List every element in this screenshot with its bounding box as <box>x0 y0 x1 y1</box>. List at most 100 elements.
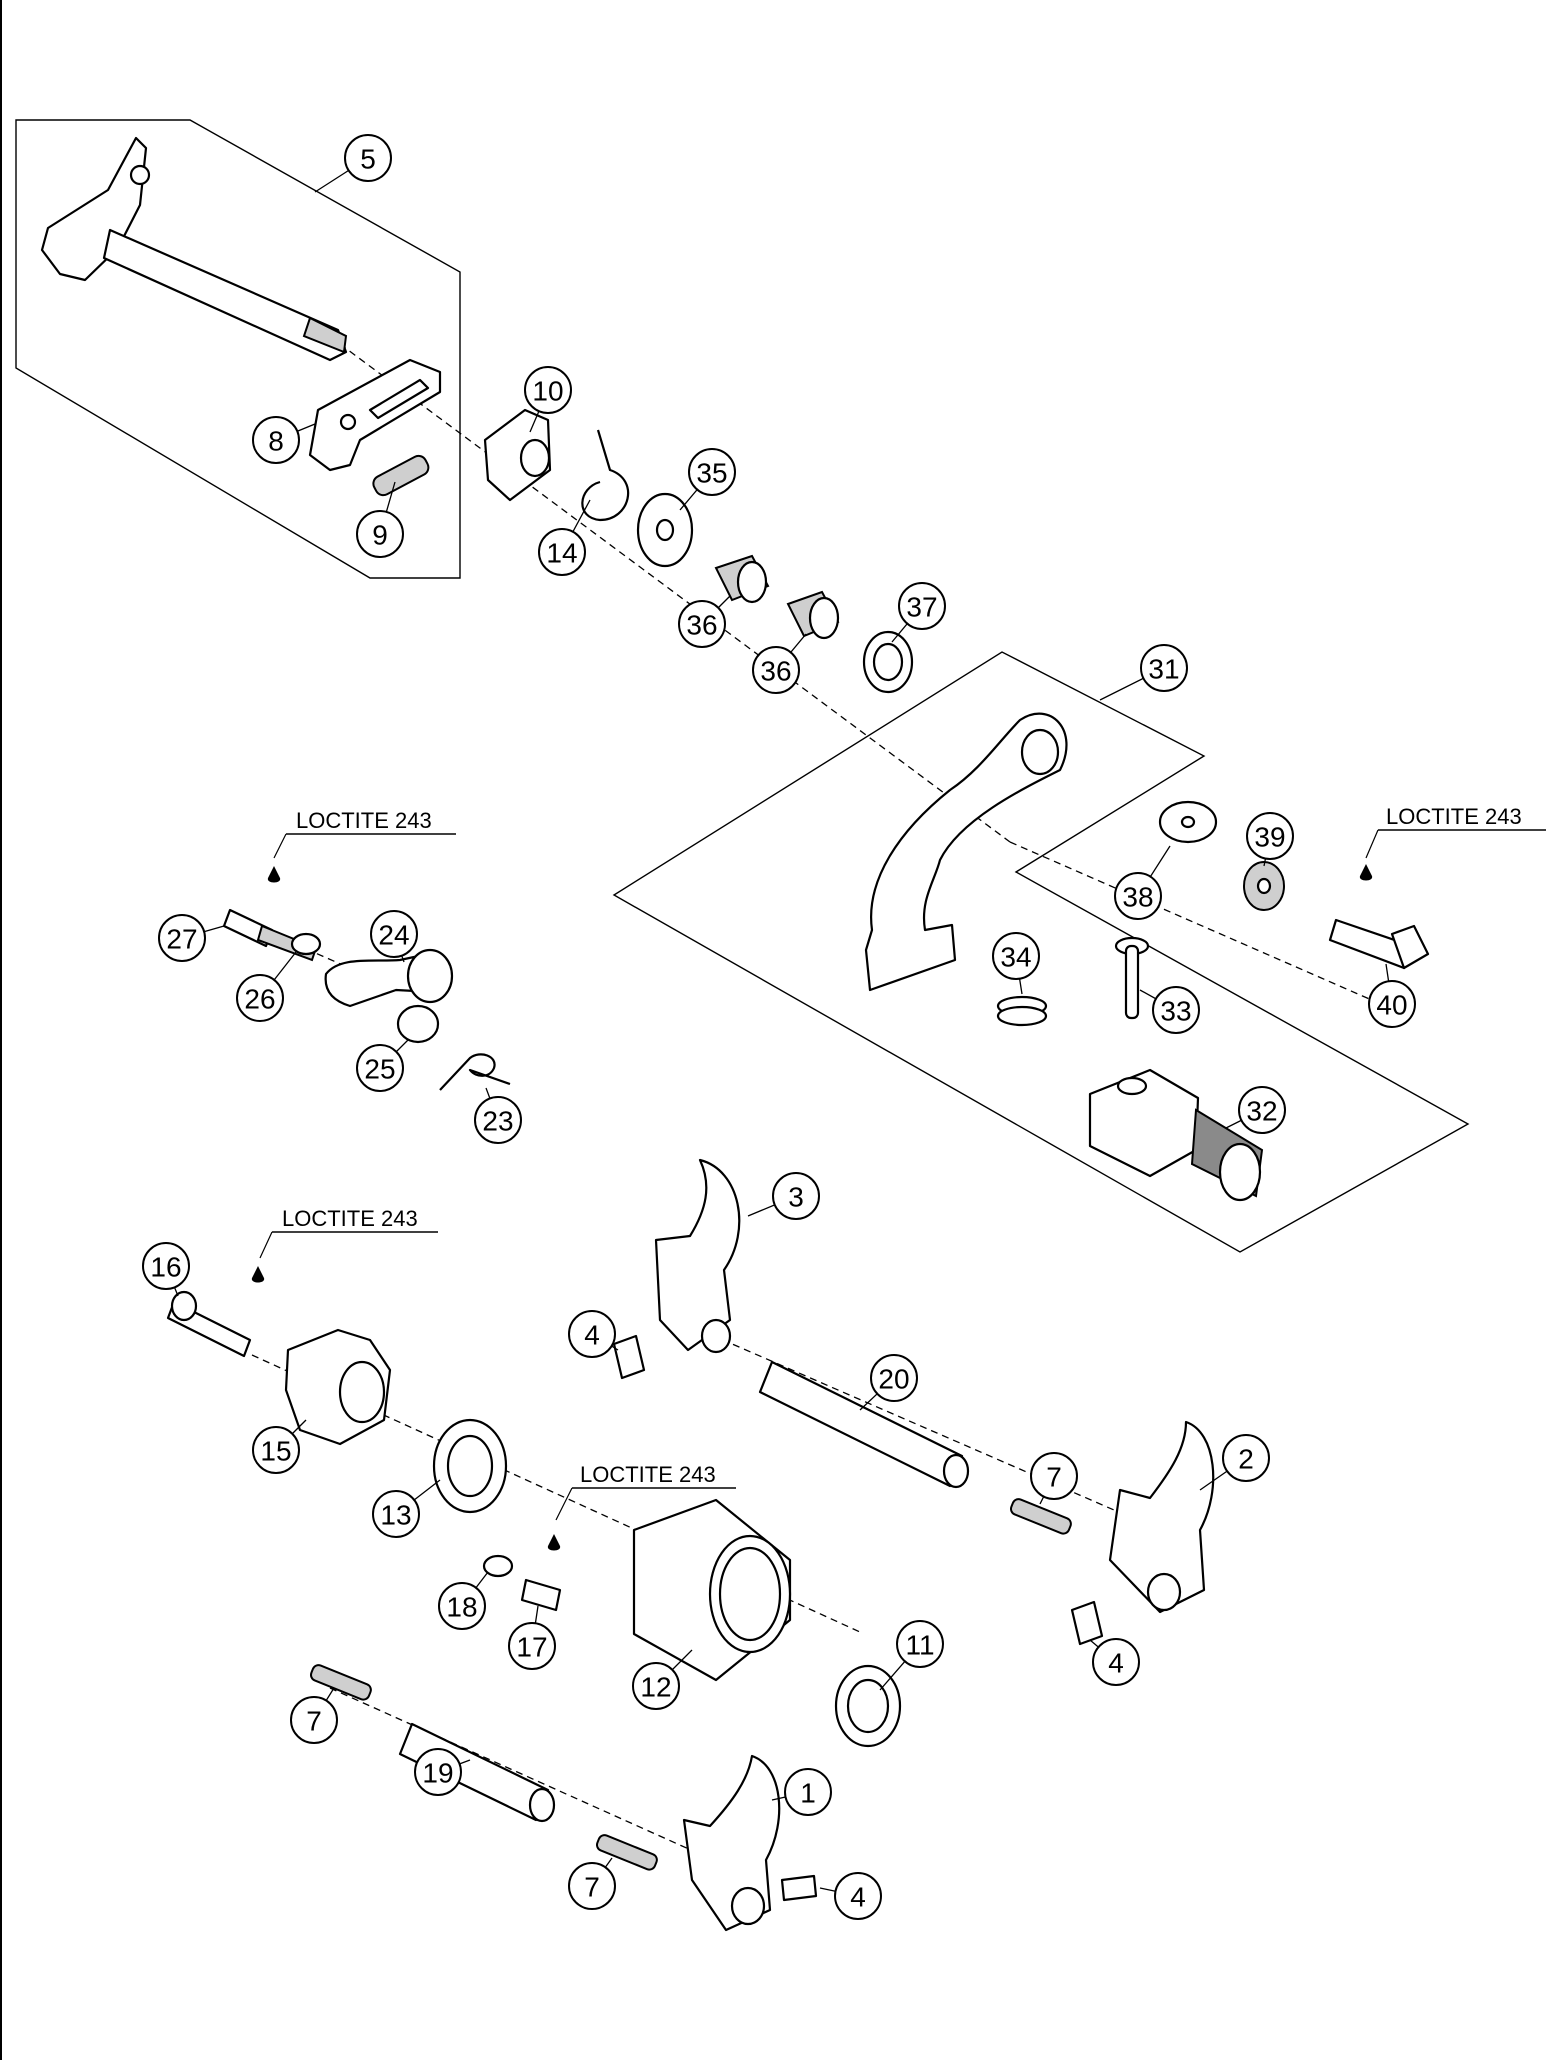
callout-number: 39 <box>1254 822 1285 853</box>
callout-5: 5 <box>314 134 392 193</box>
shift-rod-icon <box>398 1722 556 1823</box>
shift-drum-icon <box>632 1498 792 1682</box>
callout-24: 24 <box>370 910 418 963</box>
callout-23: 23 <box>474 1087 522 1144</box>
callout-36: 36 <box>752 633 807 694</box>
callout-circle <box>158 914 206 962</box>
callout-4: 4 <box>1089 1638 1140 1686</box>
loctite-label-text: LOCTITE 243 <box>1386 804 1522 829</box>
callout-number: 25 <box>364 1054 395 1085</box>
callout-circle <box>142 1242 190 1290</box>
callout-circle <box>236 974 284 1022</box>
loctite-label-text: LOCTITE 243 <box>296 808 432 833</box>
callout-number: 5 <box>360 144 376 175</box>
callout-9: 9 <box>356 481 404 558</box>
callout-34: 34 <box>992 932 1040 995</box>
callout-31: 31 <box>1099 644 1188 701</box>
callout-circle <box>344 134 392 182</box>
spring-icon <box>1009 1498 1072 1535</box>
callout-circle <box>524 366 572 414</box>
callout-15: 15 <box>252 1419 307 1474</box>
callout-35: 35 <box>679 448 736 511</box>
callout-circle <box>568 1862 616 1910</box>
washer-icon <box>482 1554 514 1578</box>
shift-shaft-group-frame <box>15 119 461 579</box>
callout-37: 37 <box>891 582 946 643</box>
callout-circle <box>1238 1086 1286 1134</box>
callout-circle <box>870 1354 918 1402</box>
callout-number: 24 <box>378 920 409 951</box>
callout-number: 26 <box>244 984 275 1015</box>
loctite-label: LOCTITE 243 <box>251 1206 438 1283</box>
callout-circle <box>568 1310 616 1358</box>
callout-circle <box>1152 986 1200 1034</box>
callout-circle <box>772 1172 820 1220</box>
callout-number: 7 <box>584 1872 600 1903</box>
callout-number: 23 <box>482 1106 513 1137</box>
callout-number: 4 <box>850 1882 866 1913</box>
callout-number: 14 <box>546 538 577 569</box>
callout-circle <box>372 1490 420 1538</box>
callout-number: 34 <box>1000 942 1031 973</box>
washer-icon <box>432 1418 508 1514</box>
callout-38: 38 <box>1114 845 1171 920</box>
shift-shaft-icon <box>40 136 348 362</box>
callout-number: 16 <box>150 1252 181 1283</box>
callout-circle <box>688 448 736 496</box>
callout-circle <box>252 416 300 464</box>
callout-circle <box>370 910 418 958</box>
callout-circle <box>474 1096 522 1144</box>
callout-circle <box>1114 872 1162 920</box>
callout-circle <box>356 510 404 558</box>
pin-icon <box>1070 1600 1104 1646</box>
loctite-label: LOCTITE 243 <box>547 1462 736 1551</box>
callout-number: 4 <box>584 1320 600 1351</box>
callout-circle <box>1368 980 1416 1028</box>
callout-circle <box>1030 1452 1078 1500</box>
callout-circle <box>1246 812 1294 860</box>
shift-fork-icon <box>654 1158 741 1354</box>
callout-20: 20 <box>859 1354 918 1411</box>
washer-icon <box>1158 800 1218 844</box>
washer-icon <box>290 932 322 956</box>
callout-circle <box>898 582 946 630</box>
callout-17: 17 <box>508 1605 556 1670</box>
callout-11: 11 <box>879 1620 944 1691</box>
locking-lever-icon <box>324 948 454 1008</box>
callout-number: 36 <box>760 656 791 687</box>
callout-number: 33 <box>1160 996 1191 1027</box>
callout-4: 4 <box>568 1310 619 1358</box>
callout-circle <box>1092 1638 1140 1686</box>
callout-circle <box>1140 644 1188 692</box>
callout-number: 2 <box>1238 1444 1254 1475</box>
callout-2: 2 <box>1199 1434 1270 1491</box>
callout-number: 40 <box>1376 990 1407 1021</box>
callout-number: 19 <box>422 1758 453 1789</box>
callout-circle <box>784 1768 832 1816</box>
torsion-spring-icon <box>439 1053 511 1091</box>
callout-7: 7 <box>568 1857 616 1910</box>
callout-number: 38 <box>1122 882 1153 913</box>
callout-number: 32 <box>1246 1096 1277 1127</box>
pin-icon <box>1114 936 1150 1020</box>
callout-27: 27 <box>158 914 225 962</box>
spring-icon <box>372 454 430 497</box>
lock-washer-icon <box>1243 861 1285 911</box>
callout-number: 1 <box>800 1778 816 1809</box>
pin-icon <box>780 1874 818 1902</box>
spring-icon <box>595 1834 658 1871</box>
callout-circle <box>992 932 1040 980</box>
callout-circle <box>508 1622 556 1670</box>
shift-drum-locator-icon <box>284 1328 392 1446</box>
callout-number: 27 <box>166 924 197 955</box>
callout-1: 1 <box>771 1768 832 1816</box>
loctite-label: LOCTITE 243 <box>1359 804 1546 881</box>
callout-number: 9 <box>372 520 388 551</box>
callout-number: 17 <box>516 1632 547 1663</box>
washer-icon <box>636 492 694 568</box>
callout-18: 18 <box>438 1571 489 1630</box>
callout-circle <box>414 1748 462 1796</box>
callout-39: 39 <box>1246 812 1294 867</box>
callout-number: 4 <box>1108 1648 1124 1679</box>
